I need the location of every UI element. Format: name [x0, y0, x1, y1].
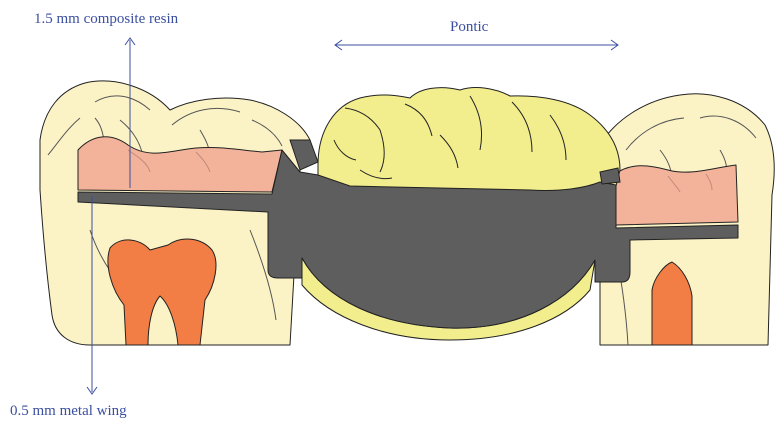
right-abutment-tooth	[600, 94, 774, 345]
metal-wing-label: 0.5 mm metal wing	[10, 403, 127, 419]
pontic-label: Pontic	[450, 19, 489, 35]
composite-resin-label: 1.5 mm composite resin	[34, 11, 179, 27]
annotation-pontic: Pontic	[335, 19, 618, 50]
right-composite-resin	[614, 165, 738, 225]
pontic-crown	[318, 88, 620, 199]
